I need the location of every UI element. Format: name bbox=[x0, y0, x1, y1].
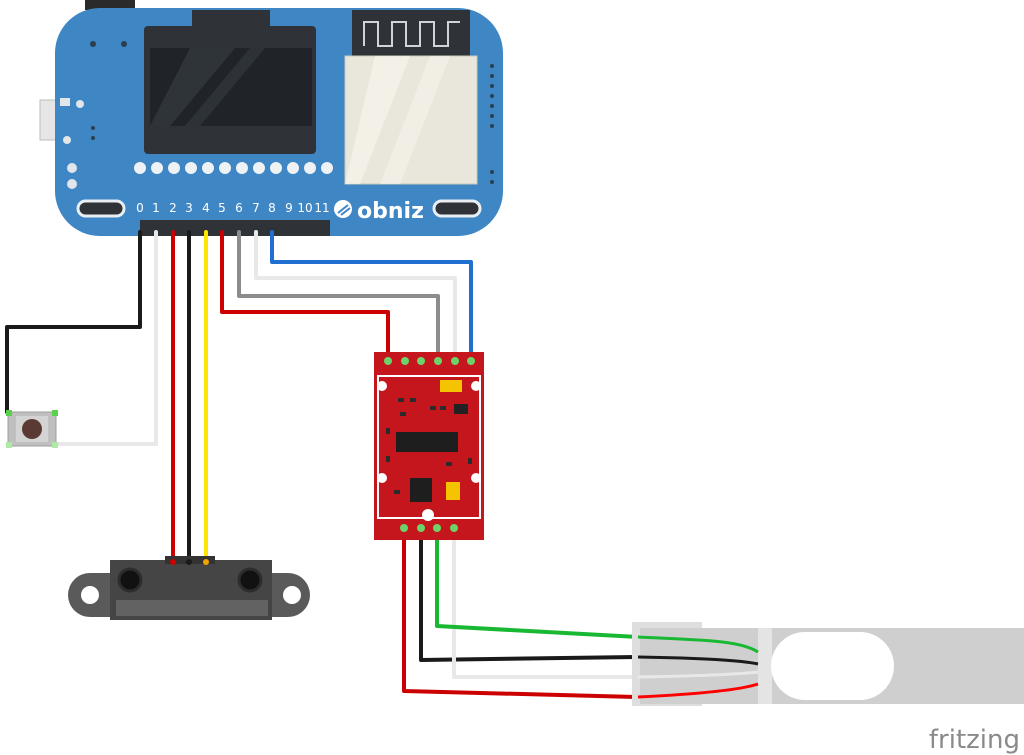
pin-label-2: 2 bbox=[169, 201, 177, 215]
pin-label-5: 5 bbox=[218, 201, 226, 215]
wire-black-loadcell bbox=[419, 526, 640, 662]
pin-label-8: 8 bbox=[268, 201, 276, 215]
fritzing-credit: fritzing bbox=[929, 725, 1020, 755]
wire-white-pin1 bbox=[56, 230, 158, 446]
pin-label-6: 6 bbox=[235, 201, 243, 215]
wire-white-loadcell bbox=[452, 526, 640, 679]
pin-label-11: 11 bbox=[314, 201, 329, 215]
obniz-board: 0 1 2 3 4 5 6 7 8 9 10 11 obniz bbox=[39, 0, 503, 236]
distance-sensor bbox=[68, 556, 310, 620]
wire-green-loadcell bbox=[435, 526, 640, 639]
wire-white-pin7 bbox=[254, 230, 457, 362]
pin-label-3: 3 bbox=[185, 201, 193, 215]
button-cap-icon bbox=[22, 419, 42, 439]
push-button bbox=[6, 410, 58, 448]
pin-label-1: 1 bbox=[152, 201, 160, 215]
obniz-brand: obniz bbox=[357, 199, 424, 224]
wifi-module bbox=[344, 10, 478, 185]
hx711-amplifier bbox=[374, 352, 484, 540]
button-row bbox=[134, 162, 333, 174]
load-cell-hole bbox=[771, 632, 894, 700]
wires bbox=[5, 230, 640, 699]
wire-black-pin0 bbox=[5, 230, 142, 414]
pin-labels: 0 1 2 3 4 5 6 7 8 9 10 11 bbox=[136, 201, 329, 215]
pin-label-0: 0 bbox=[136, 201, 144, 215]
wire-blue-pin8 bbox=[270, 230, 473, 362]
receiver-lens-icon bbox=[237, 567, 263, 593]
load-cell bbox=[632, 622, 1024, 706]
pin-label-7: 7 bbox=[252, 201, 260, 215]
wire-red-pin5 bbox=[220, 230, 390, 362]
pin-label-10: 10 bbox=[297, 201, 312, 215]
wire-red-loadcell bbox=[402, 526, 640, 699]
wire-gray-pin6 bbox=[237, 230, 440, 362]
emitter-lens-icon bbox=[117, 567, 143, 593]
pin-label-4: 4 bbox=[202, 201, 210, 215]
obniz-logo: obniz bbox=[334, 199, 424, 224]
pin-label-9: 9 bbox=[285, 201, 293, 215]
